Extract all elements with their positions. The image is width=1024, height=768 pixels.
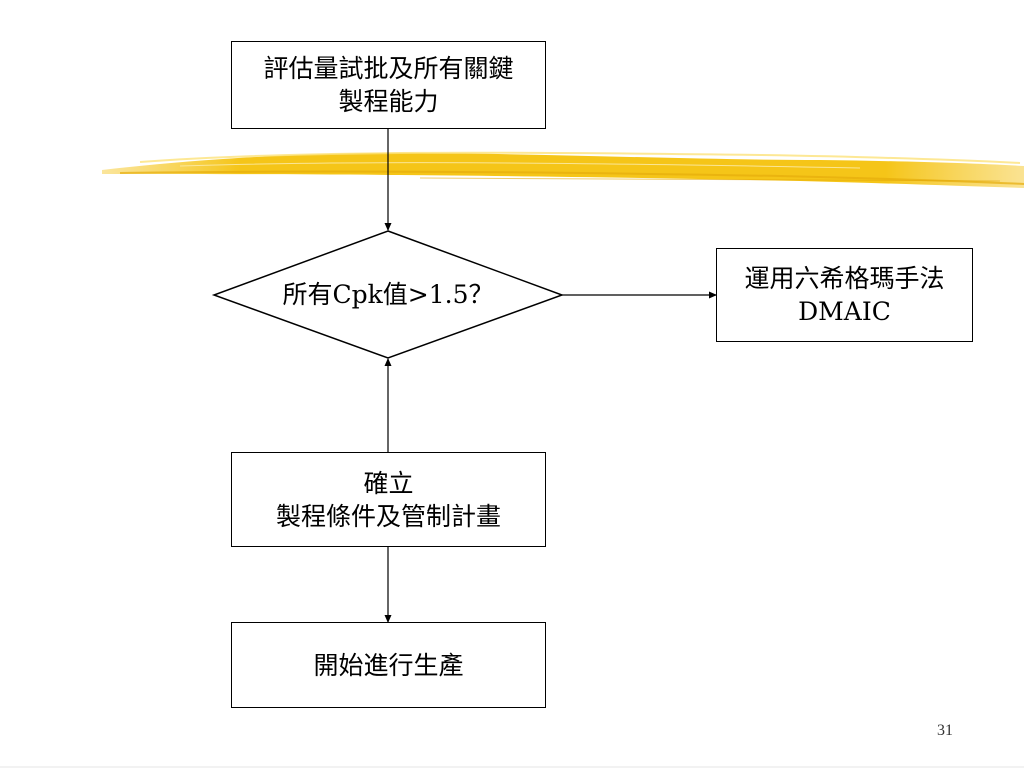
- node-start-production: 開始進行生產: [231, 622, 546, 708]
- node-establish-control-plan: 確立 製程條件及管制計畫: [231, 452, 546, 547]
- node-establish-line-1: 確立: [363, 468, 414, 498]
- node-assess-line-2: 製程能力: [338, 87, 439, 116]
- node-assess-line-1: 評估量試批及所有關鍵: [263, 54, 514, 83]
- yellow-brush-divider: [102, 151, 1024, 188]
- bottom-divider: [0, 766, 1024, 768]
- node-start-line-1: 開始進行生產: [313, 650, 464, 680]
- node-establish-line-2: 製程條件及管制計畫: [275, 501, 501, 531]
- node-assess-capability: 評估量試批及所有關鍵 製程能力: [231, 41, 546, 129]
- node-six-sigma-line-1: 運用六希格瑪手法: [744, 264, 945, 293]
- page-number: 31: [937, 722, 953, 739]
- decision-label: 所有Cpk值>1.5？: [282, 280, 494, 309]
- node-six-sigma-line-2: DMAIC: [798, 297, 891, 326]
- node-six-sigma-dmaic: 運用六希格瑪手法 DMAIC: [716, 248, 973, 342]
